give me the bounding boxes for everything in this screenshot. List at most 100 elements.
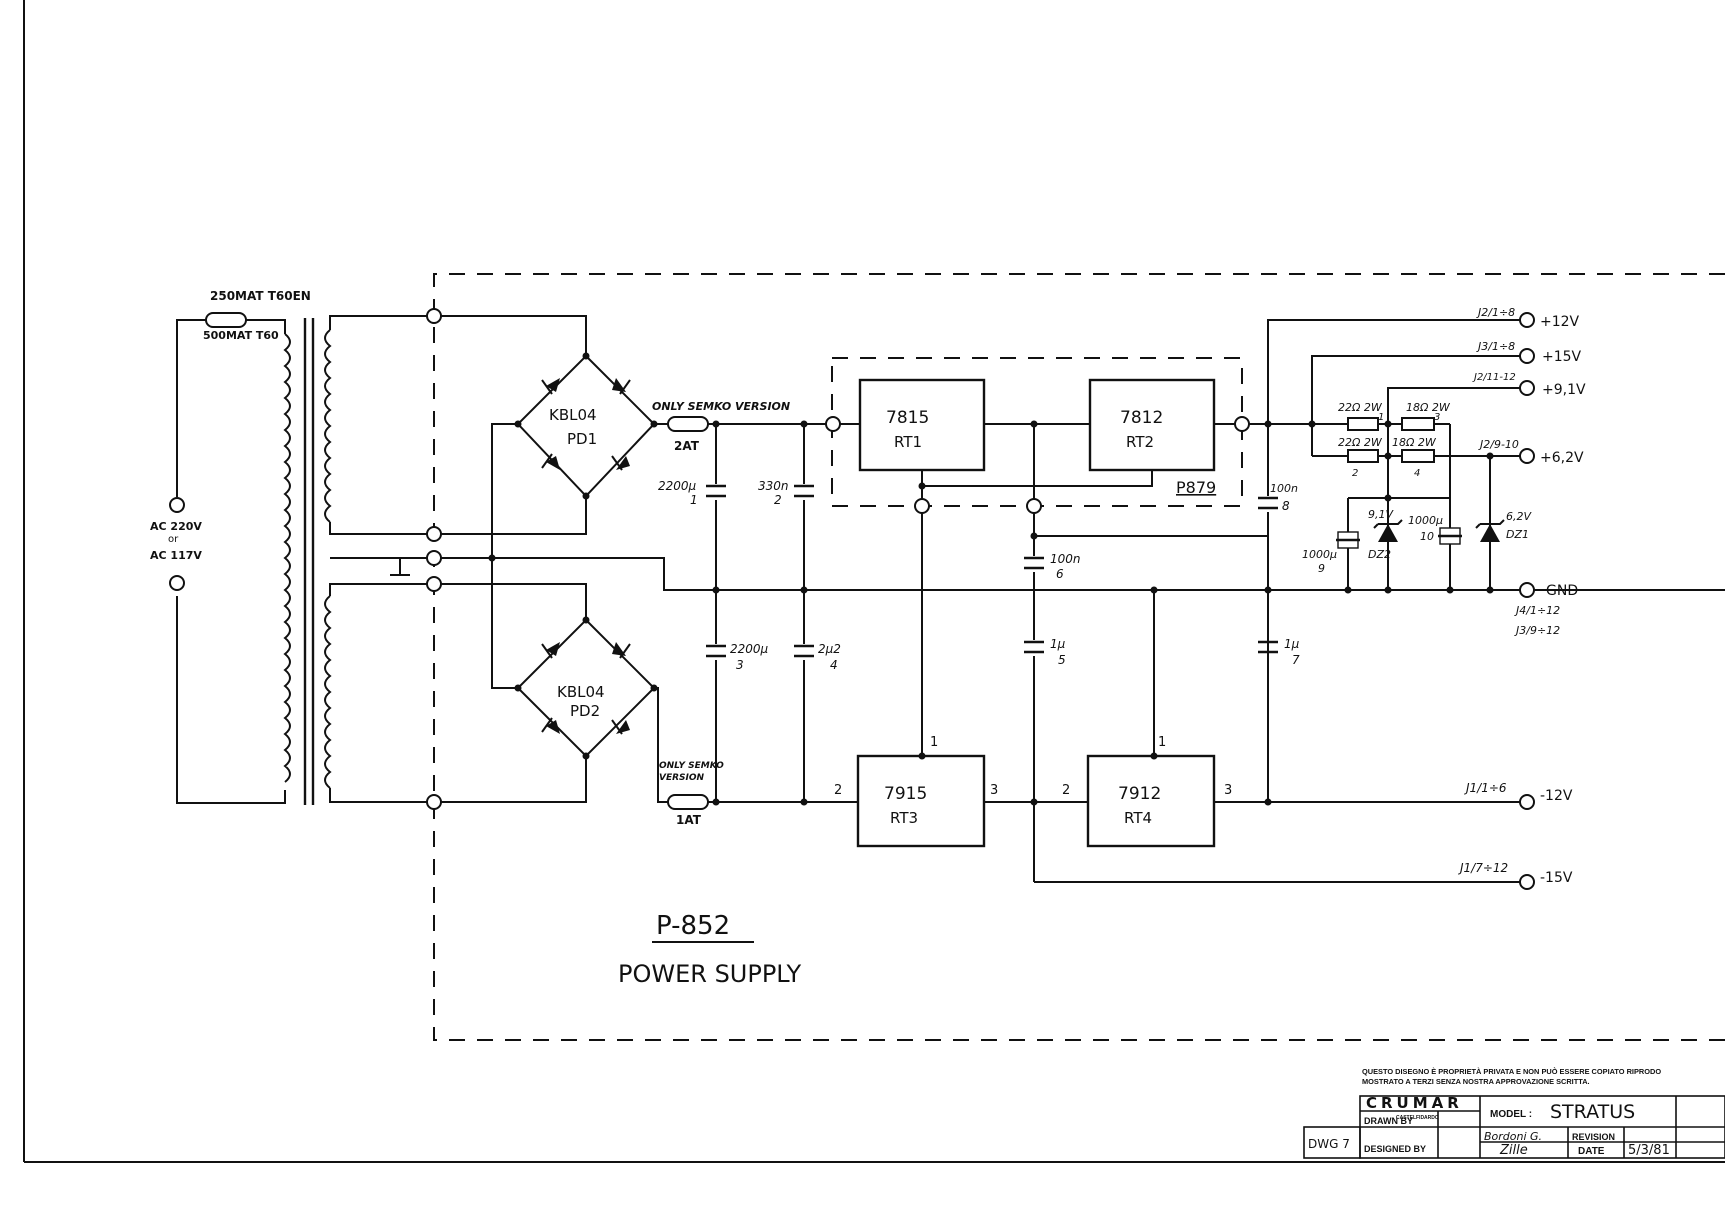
- rt4-pin3: 3: [1224, 783, 1232, 798]
- drawing-title: POWER SUPPLY: [618, 960, 801, 988]
- c9-value: 1000µ: [1302, 548, 1337, 561]
- fuse-1at-note-1: ONLY SEMKO: [659, 761, 724, 771]
- capacitor-c10: [1438, 527, 1462, 545]
- out-gnd-voltage: GND: [1546, 583, 1578, 599]
- out-15v-connector: J3/1÷8: [1476, 340, 1515, 353]
- regulator-rt3: [856, 754, 986, 848]
- fuse-primary-label: 250MAT T60EN: [210, 289, 311, 303]
- dz1-ref: DZ1: [1506, 528, 1529, 541]
- primary-fuse-icon: [205, 312, 247, 328]
- fuse-2at-note: ONLY SEMKO VERSION: [652, 400, 790, 413]
- resistor-r1: [1347, 417, 1379, 431]
- rt2-model: 7812: [1120, 408, 1163, 428]
- zener-dz2-icon: [1373, 519, 1403, 542]
- c5-ref: 5: [1058, 653, 1066, 667]
- output-terminals: [1490, 312, 1535, 890]
- out-6v-voltage: +6,2V: [1540, 450, 1584, 466]
- out-12v-connector: J2/1÷8: [1476, 306, 1515, 319]
- rt3-model: 7915: [884, 784, 927, 804]
- p879-in-node: [825, 416, 841, 432]
- capacitor-c1: [704, 484, 728, 500]
- c4-ref: 4: [830, 658, 838, 672]
- fuse-1at-value: 1AT: [676, 813, 702, 827]
- pd2-model-label: KBL04: [557, 683, 605, 701]
- capacitor-c3: [704, 644, 728, 660]
- drawn-by-label: DRAWN BY: [1364, 1116, 1413, 1126]
- r4-ref: 4: [1414, 468, 1420, 479]
- c3-ref: 3: [736, 658, 744, 672]
- r2-ref: 2: [1352, 468, 1358, 479]
- fuse-alt-label: 500MAT T60: [203, 329, 279, 342]
- dz1-value: 6,2V: [1506, 510, 1532, 523]
- regulator-wiring: [918, 420, 1520, 883]
- ownership-notice-2: MOSTRATO A TERZI SENZA NOSTRA APPROVAZIO…: [1362, 1077, 1590, 1086]
- company-sub: CASTELFIDARDO: [1396, 1115, 1439, 1121]
- capacitor-c2: [792, 484, 816, 500]
- p879-outline: [831, 357, 1243, 507]
- designed-by-value: Zille: [1499, 1143, 1528, 1158]
- c6-ref: 6: [1056, 567, 1064, 581]
- output-wiring: [1249, 319, 1520, 594]
- out-neg12v-voltage: -12V: [1540, 788, 1573, 804]
- rt4-model: 7912: [1118, 784, 1161, 804]
- capacitor-c4: [792, 644, 816, 660]
- board-outline: [433, 273, 1725, 1041]
- model-label: MODEL :: [1490, 1109, 1532, 1120]
- bridge-pd2: [441, 583, 658, 803]
- rt4-ref: RT4: [1124, 809, 1152, 827]
- regulator-rt1: [858, 378, 986, 472]
- ac-terminal-1: [169, 497, 185, 513]
- dz2-ref: DZ2: [1368, 548, 1391, 561]
- bridge-pd1: [441, 315, 658, 535]
- title-block-grid: [1303, 1095, 1725, 1159]
- sheet-border: [23, 0, 1725, 1163]
- rt1-ref: RT1: [894, 433, 922, 451]
- ownership-notice-1: QUESTO DISEGNO È PROPRIETÀ PRIVATA E NON…: [1362, 1067, 1661, 1076]
- capacitor-c6: [1022, 556, 1046, 572]
- c7-ref: 7: [1292, 653, 1300, 667]
- fuse-2at-icon: [667, 416, 709, 432]
- c3-value: 2200µ: [730, 642, 769, 656]
- out-12v-voltage: +12V: [1540, 314, 1580, 330]
- out-neg15v-connector: J1/7÷12: [1458, 861, 1508, 875]
- dwg-number: DWG 7: [1308, 1137, 1350, 1151]
- c2-value: 330n: [758, 479, 789, 493]
- pd1-ref-label: PD1: [567, 430, 597, 448]
- capacitor-c5: [1022, 640, 1046, 656]
- gnd-connector-1: J4/1÷12: [1514, 604, 1560, 617]
- date-label: DATE: [1578, 1146, 1605, 1157]
- out-6v-connector: J2/9-10: [1478, 438, 1519, 451]
- c8-ref: 8: [1282, 499, 1290, 513]
- r4-value: 18Ω 2W: [1392, 436, 1437, 449]
- r1-ref: 1: [1378, 412, 1384, 423]
- out-9v-voltage: +9,1V: [1542, 382, 1586, 398]
- c1-ref: 1: [690, 493, 698, 507]
- rt1-model: 7815: [886, 408, 929, 428]
- fuse-2at-value: 2AT: [674, 439, 700, 453]
- zener-dz1-icon: [1475, 519, 1505, 542]
- fuse-1at-note-2: VERSION: [659, 773, 705, 783]
- p879-out-node: [1234, 416, 1250, 432]
- c6-value: 100n: [1050, 552, 1081, 566]
- designed-by-label: DESIGNED BY: [1364, 1144, 1426, 1154]
- revision-label: REVISION: [1572, 1132, 1615, 1142]
- ac-input-1-label: AC 220V: [150, 520, 202, 533]
- r2-value: 22Ω 2W: [1338, 436, 1383, 449]
- fuse-1at-icon: [667, 794, 709, 810]
- pd2-ref-label: PD2: [570, 702, 600, 720]
- company-logo: CRUMAR: [1366, 1094, 1463, 1112]
- resistor-r4: [1401, 449, 1435, 463]
- pd1-model-label: KBL04: [549, 406, 597, 424]
- rt4-pin2: 2: [1062, 783, 1070, 798]
- c5-value: 1µ: [1050, 637, 1066, 651]
- rt3-pin1: 1: [930, 735, 938, 750]
- rt3-pin3: 3: [990, 783, 998, 798]
- r3-value: 18Ω 2W: [1406, 401, 1451, 414]
- drawing-number: P-852: [656, 911, 730, 941]
- out-neg12v-connector: J1/1÷6: [1464, 781, 1507, 795]
- c2-ref: 2: [774, 493, 782, 507]
- out-15v-voltage: +15V: [1542, 349, 1582, 365]
- out-neg15v-voltage: -15V: [1540, 870, 1573, 886]
- r1-value: 22Ω 2W: [1338, 401, 1383, 414]
